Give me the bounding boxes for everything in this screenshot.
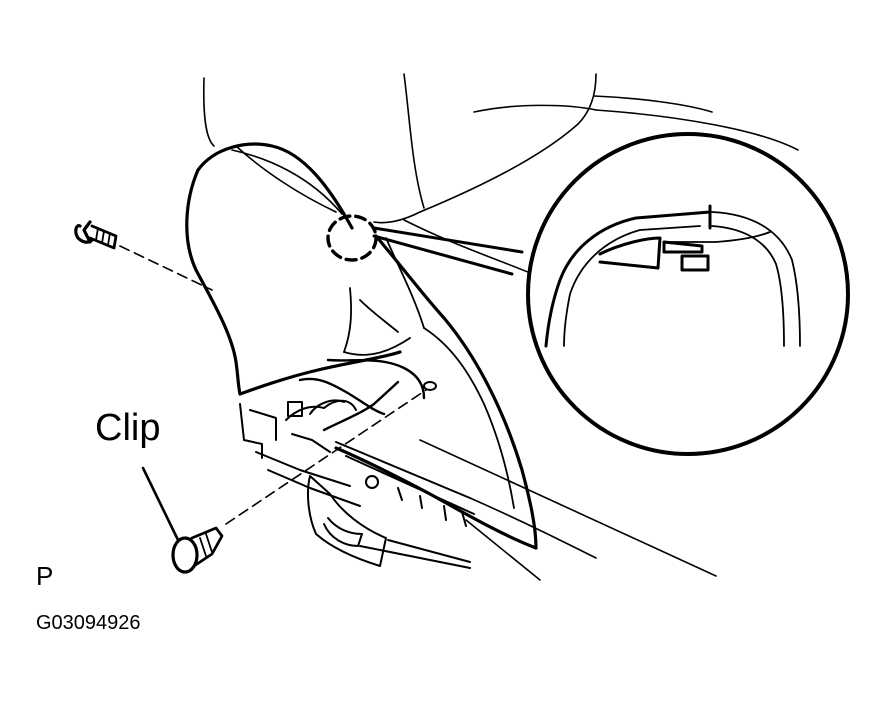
clip-fastener-icon [141, 381, 437, 574]
detail-pointer [372, 226, 524, 276]
cover-panel [185, 142, 538, 550]
detail-area-marker [326, 214, 378, 262]
detail-magnifier [526, 132, 850, 456]
view-marker-label: P [36, 561, 54, 591]
clip-label: Clip [95, 407, 161, 449]
seat-rail [239, 399, 717, 581]
figure-code: G03094926 [36, 612, 141, 634]
bolt-icon [74, 220, 213, 291]
